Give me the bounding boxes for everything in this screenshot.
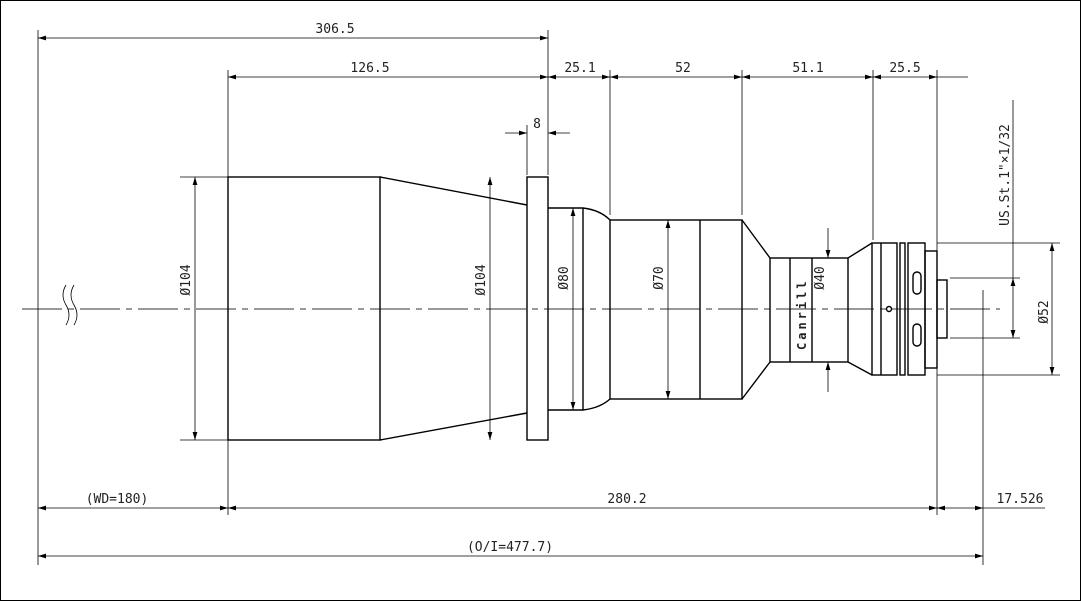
dim-overall-front: 306.5 — [315, 22, 354, 37]
dia-step: Ø80 — [557, 266, 572, 289]
step-section — [548, 207, 611, 411]
dim-flange: 8 — [533, 117, 541, 132]
neck — [769, 257, 849, 363]
dia-body: Ø70 — [652, 266, 667, 289]
extension-lines — [37, 30, 1060, 565]
lens-body — [227, 176, 948, 441]
break-mark-icon — [62, 284, 78, 326]
dim-front-barrel: 126.5 — [350, 61, 389, 76]
dim-lens-length: 280.2 — [607, 492, 646, 507]
flange — [526, 176, 549, 441]
dim-back-focus: 17.526 — [997, 492, 1044, 507]
front-cone — [379, 176, 528, 441]
dia-flange: Ø104 — [474, 264, 489, 295]
dia-mount: Ø52 — [1037, 300, 1052, 323]
dim-seg1: 25.1 — [564, 61, 595, 76]
thread-spec: US.St.1"×1/32 — [998, 124, 1013, 226]
main-body — [609, 219, 743, 400]
dia-front-barrel: Ø104 — [179, 264, 194, 295]
dim-object-image: (O/I=477.7) — [467, 540, 553, 555]
dim-seg2: 52 — [675, 61, 691, 76]
dim-working-distance: (WD=180) — [86, 492, 149, 507]
dia-neck: Ø40 — [813, 266, 828, 289]
brand-logo: Canrill — [795, 278, 809, 350]
dim-seg4: 25.5 — [889, 61, 920, 76]
dim-seg3: 51.1 — [792, 61, 823, 76]
front-barrel — [227, 176, 381, 441]
dimension-lines — [38, 35, 1055, 559]
